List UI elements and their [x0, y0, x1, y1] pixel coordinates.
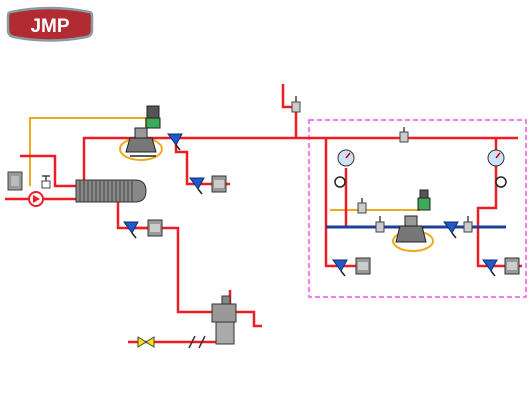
logo-badge [6, 6, 94, 42]
heat-exchanger-icon[interactable] [75, 179, 147, 203]
motor-icon[interactable] [7, 171, 23, 191]
butterfly-valve-icon[interactable] [137, 336, 155, 348]
receiver-overflow [236, 310, 262, 328]
strainer-icon[interactable] [167, 133, 183, 151]
steam-trap-icon[interactable] [211, 175, 227, 193]
gate-valve-icon[interactable] [399, 127, 409, 143]
steam-trap-icon[interactable] [504, 257, 520, 275]
steam-trap-icon[interactable] [355, 257, 371, 275]
gate-valve-icon[interactable] [357, 198, 367, 214]
steam-top-branch [281, 84, 298, 138]
strainer-icon[interactable] [123, 221, 139, 239]
strainer-icon[interactable] [443, 221, 459, 239]
gate-valve-icon[interactable] [291, 96, 301, 113]
check-valve-icon[interactable] [188, 335, 206, 349]
pressure-reducing-valve-icon[interactable] [395, 189, 431, 243]
steam-lower-loop [116, 202, 216, 314]
jmp-logo: JMP [6, 6, 94, 42]
logo-text: JMP [30, 16, 69, 37]
steam-trap1-line [174, 140, 230, 186]
strainer-icon[interactable] [482, 259, 498, 277]
strainer-icon[interactable] [189, 177, 205, 195]
sight-glass-icon [334, 176, 507, 188]
gate-valve-icon[interactable] [41, 175, 51, 189]
condensate-receiver-icon[interactable] [211, 295, 237, 345]
pump-icon[interactable] [28, 191, 44, 207]
steam-main-header [82, 136, 518, 184]
steam-zone-left-drop [324, 138, 365, 268]
strainer-icon[interactable] [332, 259, 348, 277]
steam-aux-line [20, 154, 76, 188]
steam-lines [5, 84, 522, 344]
condensate-line-left [29, 117, 146, 186]
gate-valve-icon[interactable] [375, 216, 385, 233]
pressure-reducing-valve-icon[interactable] [125, 105, 161, 157]
steam-trap-icon[interactable] [147, 219, 163, 237]
gate-valve-icon[interactable] [463, 216, 473, 233]
pressure-gauge-icon [337, 149, 355, 167]
control-zone-boundary [308, 119, 527, 298]
pressure-gauge-icon [487, 149, 505, 167]
